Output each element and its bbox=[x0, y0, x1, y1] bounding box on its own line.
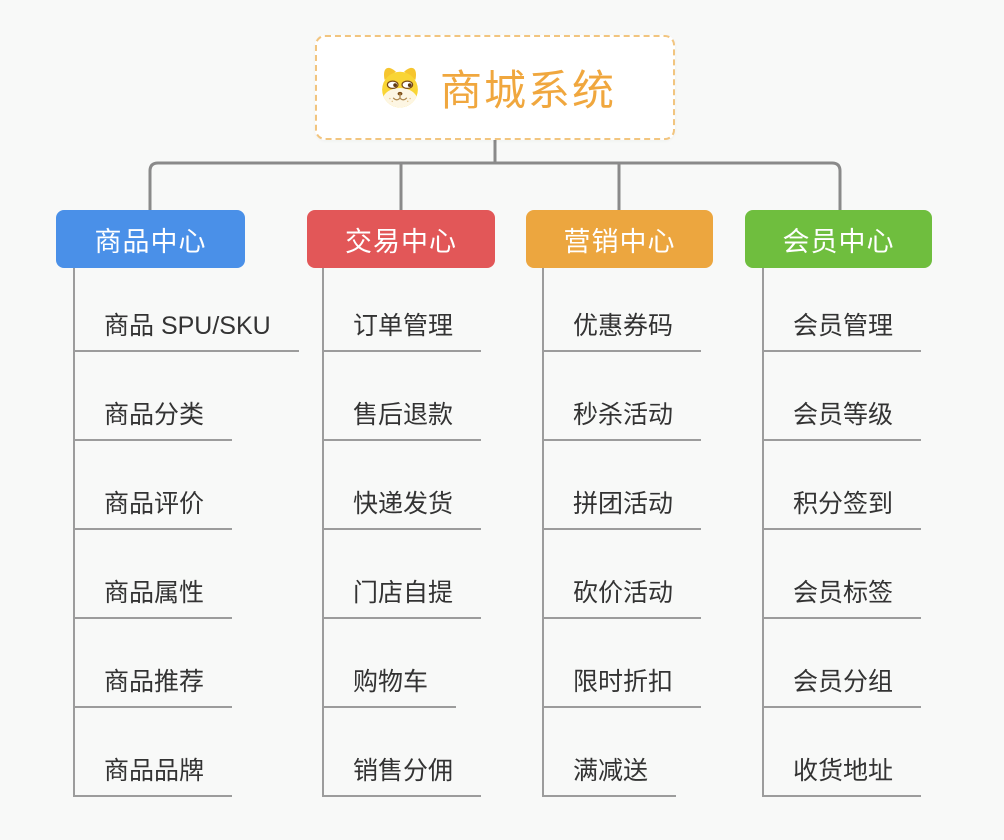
child-node[interactable]: 商品品牌 bbox=[74, 708, 233, 797]
child-node[interactable]: 商品分类 bbox=[74, 352, 233, 441]
dog-ear-right bbox=[404, 67, 416, 80]
branch-label: 会员中心 bbox=[782, 226, 895, 257]
branch-children-member-center: 会员管理 会员等级 积分签到 会员标签 会员分组 收货地址 bbox=[763, 263, 922, 797]
branch-child-connector bbox=[322, 268, 324, 797]
branch-child-connector bbox=[762, 268, 764, 797]
child-node[interactable]: 快递发货 bbox=[323, 441, 482, 530]
child-node[interactable]: 会员分组 bbox=[763, 619, 922, 708]
child-node[interactable]: 会员管理 bbox=[763, 263, 922, 352]
child-node[interactable]: 优惠券码 bbox=[543, 263, 702, 352]
child-node[interactable]: 商品推荐 bbox=[74, 619, 233, 708]
root-node[interactable]: 商城系统 bbox=[315, 35, 675, 140]
branch-node-member-center[interactable]: 会员中心 bbox=[745, 210, 932, 268]
branch-label: 交易中心 bbox=[345, 226, 457, 257]
dog-face-icon bbox=[382, 67, 418, 107]
branch-node-trade-center[interactable]: 交易中心 bbox=[307, 210, 495, 268]
child-node[interactable]: 收货地址 bbox=[763, 708, 922, 797]
child-node[interactable]: 秒杀活动 bbox=[543, 352, 702, 441]
child-node[interactable]: 售后退款 bbox=[323, 352, 482, 441]
branch-label: 商品中心 bbox=[94, 226, 207, 257]
branch-node-marketing-center[interactable]: 营销中心 bbox=[526, 210, 713, 268]
branch-child-connector bbox=[73, 268, 75, 797]
dog-mouth bbox=[392, 92, 408, 100]
child-node[interactable]: 砍价活动 bbox=[543, 530, 702, 619]
child-node[interactable]: 满减送 bbox=[543, 708, 677, 797]
child-node[interactable]: 拼团活动 bbox=[543, 441, 702, 530]
branch-children-trade-center: 订单管理 售后退款 快递发货 门店自提 购物车 销售分佣 bbox=[323, 263, 482, 797]
child-node[interactable]: 门店自提 bbox=[323, 530, 482, 619]
dog-muzzle bbox=[382, 87, 418, 107]
child-node[interactable]: 商品属性 bbox=[74, 530, 233, 619]
branch-child-connector bbox=[542, 268, 544, 797]
branch-children-marketing-center: 优惠券码 秒杀活动 拼团活动 砍价活动 限时折扣 满减送 bbox=[543, 263, 702, 797]
child-node[interactable]: 销售分佣 bbox=[323, 708, 482, 797]
child-node[interactable]: 限时折扣 bbox=[543, 619, 702, 708]
branch-node-product-center[interactable]: 商品中心 bbox=[56, 210, 245, 268]
branch-label: 营销中心 bbox=[563, 226, 676, 257]
child-node[interactable]: 商品 SPU/SKU bbox=[74, 263, 299, 352]
dog-pupil-left bbox=[393, 82, 397, 87]
child-node[interactable]: 积分签到 bbox=[763, 441, 922, 530]
branch-children-product-center: 商品 SPU/SKU 商品分类 商品评价 商品属性 商品推荐 商品品牌 bbox=[74, 263, 299, 797]
dog-pupil-right bbox=[407, 82, 412, 87]
child-node[interactable]: 订单管理 bbox=[323, 263, 482, 352]
branch-bus-line bbox=[148, 161, 842, 211]
child-node[interactable]: 会员标签 bbox=[763, 530, 922, 619]
child-node[interactable]: 会员等级 bbox=[763, 352, 922, 441]
dog-ear-left bbox=[383, 67, 396, 80]
child-node[interactable]: 购物车 bbox=[323, 619, 457, 708]
child-node[interactable]: 商品评价 bbox=[74, 441, 233, 530]
root-title: 商城系统 bbox=[439, 67, 616, 114]
